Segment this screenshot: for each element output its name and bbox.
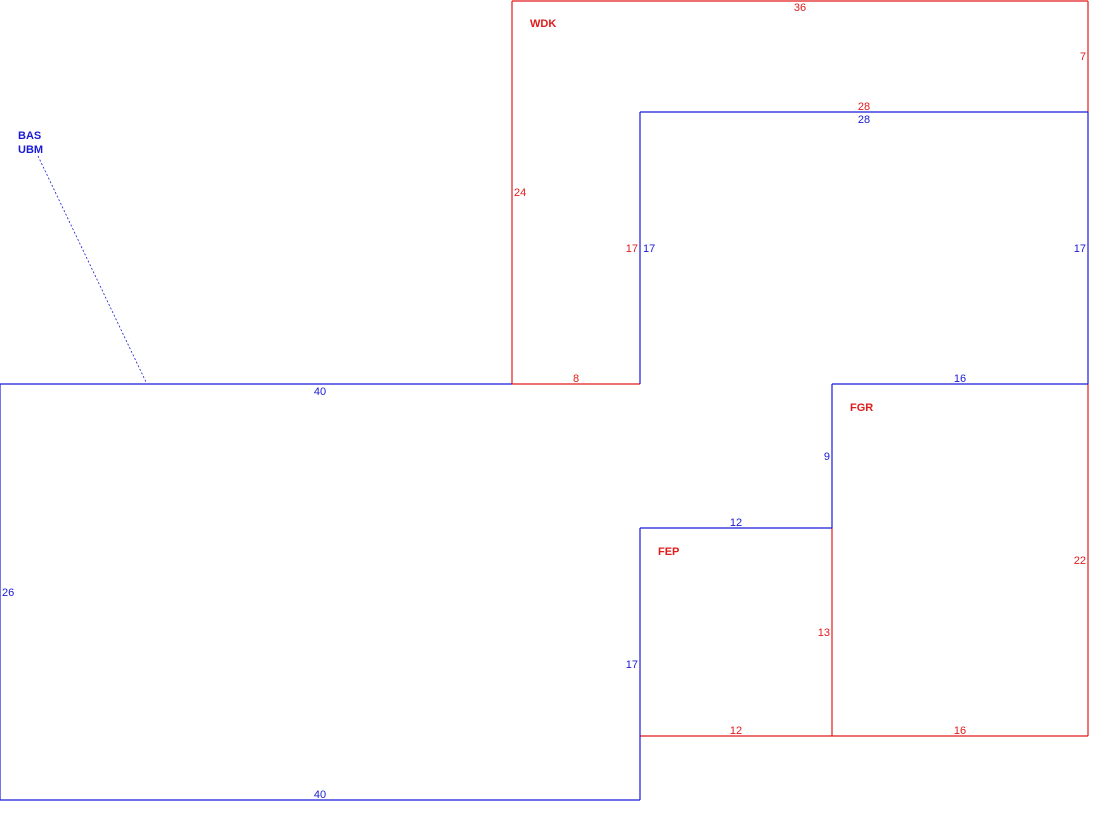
dim-fgr-bottom: 16 [954, 725, 966, 737]
dim-fep-left: 17 [626, 659, 638, 671]
dim-upper-right: 17 [1074, 243, 1086, 255]
dim-upper-left: 17 [643, 243, 655, 255]
dim-wdk-inner-top: 28 [858, 101, 870, 113]
dim-wdk-right: 7 [1080, 51, 1086, 63]
dim-bas-bottom: 40 [314, 789, 326, 801]
area-label-fep: FEP [658, 546, 679, 558]
dim-wdk-bottom: 8 [573, 373, 579, 385]
dim-fgr-right: 22 [1074, 555, 1086, 567]
dim-bas-left: 26 [2, 587, 14, 599]
addon-outlines [511, 0, 1089, 737]
bas-leader-line [37, 155, 147, 383]
dim-step-left: 9 [824, 451, 830, 463]
dim-fep-top: 12 [730, 517, 742, 529]
area-label-wdk: WDK [530, 18, 556, 30]
dim-fep-right: 13 [818, 627, 830, 639]
dim-wdk-inner-left: 17 [626, 243, 638, 255]
dim-fep-bottom: 12 [730, 725, 742, 737]
area-label-fgr: FGR [850, 402, 873, 414]
dim-bas-top: 40 [314, 386, 326, 398]
dim-upper-top: 28 [858, 114, 870, 126]
main-outline [0, 111, 1089, 801]
area-label-ubm: UBM [18, 144, 43, 156]
dim-wdk-left: 24 [514, 187, 526, 199]
dim-step-top: 16 [954, 373, 966, 385]
dim-wdk-top: 36 [794, 2, 806, 14]
area-label-bas: BAS [18, 130, 41, 142]
